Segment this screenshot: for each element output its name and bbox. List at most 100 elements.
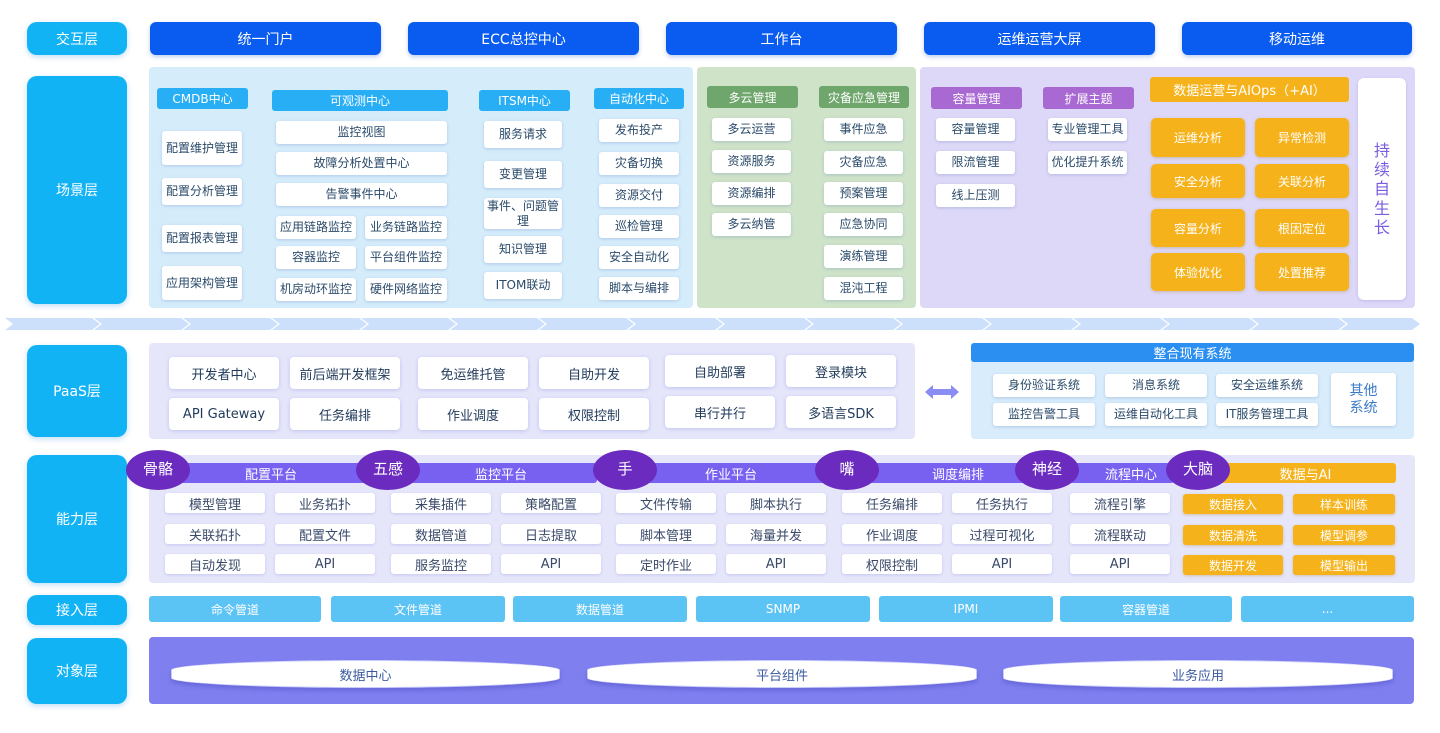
access-pipe[interactable]: 命令管道	[149, 596, 321, 622]
capability-item[interactable]: 模型管理	[165, 493, 265, 513]
observe-item[interactable]: 容器监控	[276, 246, 356, 269]
capability-item[interactable]: 任务执行	[952, 493, 1052, 513]
access-pipe[interactable]: 文件管道	[331, 596, 505, 622]
capability-item[interactable]: API	[275, 554, 375, 574]
paas-item[interactable]: API Gateway	[169, 398, 279, 430]
capability-item[interactable]: 流程引擎	[1070, 493, 1170, 513]
paas-item[interactable]: 前后端开发框架	[290, 357, 400, 389]
access-pipe[interactable]: 容器管道	[1060, 596, 1232, 622]
capability-item[interactable]: 采集插件	[391, 493, 491, 513]
multicloud-item[interactable]: 资源服务	[712, 150, 791, 173]
capability-item[interactable]: 定时作业	[616, 554, 716, 574]
observe-item[interactable]: 平台组件监控	[365, 246, 447, 269]
top-screen-button[interactable]: 运维运营大屏	[924, 22, 1155, 55]
auto-item[interactable]: 脚本与编排	[599, 277, 679, 300]
capability-item[interactable]: 流程联动	[1070, 524, 1170, 544]
paas-item[interactable]: 登录模块	[786, 355, 896, 387]
capability-item[interactable]: 数据管道	[391, 524, 491, 544]
cmdb-item[interactable]: 配置维护管理	[162, 131, 242, 165]
cmdb-item[interactable]: 应用架构管理	[162, 266, 242, 300]
top-workbench-button[interactable]: 工作台	[666, 22, 897, 55]
aiops-item[interactable]: 安全分析	[1151, 164, 1245, 198]
top-ecc-button[interactable]: ECC总控中心	[408, 22, 639, 55]
access-pipe[interactable]: IPMI	[879, 596, 1053, 622]
capability-item[interactable]: API	[1070, 554, 1170, 574]
auto-item[interactable]: 巡检管理	[599, 215, 679, 238]
ext-item[interactable]: 专业管理工具	[1048, 118, 1127, 141]
capability-item[interactable]: 业务拓扑	[275, 493, 375, 513]
aiops-item[interactable]: 异常检测	[1255, 118, 1349, 157]
top-mobile-button[interactable]: 移动运维	[1182, 22, 1412, 55]
aiops-item[interactable]: 根因定位	[1255, 209, 1349, 247]
dr-item[interactable]: 演练管理	[824, 245, 903, 268]
observe-item[interactable]: 硬件网络监控	[365, 278, 447, 301]
dr-item[interactable]: 灾备应急	[824, 151, 903, 174]
capability-item[interactable]: 模型输出	[1293, 555, 1395, 575]
auto-item[interactable]: 灾备切换	[599, 152, 679, 175]
observe-item[interactable]: 告警事件中心	[276, 183, 447, 206]
capability-item[interactable]: 数据清洗	[1183, 525, 1283, 545]
capability-item[interactable]: 自动发现	[165, 554, 265, 574]
paas-item[interactable]: 串行并行	[665, 396, 775, 428]
capability-item[interactable]: 过程可视化	[952, 524, 1052, 544]
capability-item[interactable]: 数据开发	[1183, 555, 1283, 575]
aiops-item[interactable]: 体验优化	[1151, 253, 1245, 291]
dr-item[interactable]: 混沌工程	[824, 277, 903, 300]
capacity-item[interactable]: 限流管理	[936, 151, 1015, 174]
itsm-item[interactable]: ITOM联动	[484, 272, 562, 299]
object-item[interactable]: 数据中心	[171, 660, 560, 688]
integration-item[interactable]: 运维自动化工具	[1105, 403, 1207, 426]
itsm-item[interactable]: 知识管理	[484, 236, 562, 263]
paas-item[interactable]: 免运维托管	[418, 357, 528, 389]
paas-item[interactable]: 自助开发	[539, 357, 649, 389]
paas-item[interactable]: 作业调度	[418, 398, 528, 430]
capability-item[interactable]: 配置文件	[275, 524, 375, 544]
paas-item[interactable]: 开发者中心	[169, 357, 279, 389]
itsm-item[interactable]: 事件、问题管理	[484, 198, 562, 229]
observe-item[interactable]: 业务链路监控	[365, 216, 447, 239]
paas-item[interactable]: 任务编排	[290, 398, 400, 430]
access-pipe[interactable]: SNMP	[696, 596, 870, 622]
capability-item[interactable]: API	[952, 554, 1052, 574]
paas-item[interactable]: 自助部署	[665, 355, 775, 387]
other-systems[interactable]: 其他系统	[1331, 373, 1396, 426]
paas-item[interactable]: 权限控制	[539, 398, 649, 430]
auto-item[interactable]: 发布投产	[599, 119, 679, 142]
capability-item[interactable]: 作业调度	[842, 524, 942, 544]
top-portal-button[interactable]: 统一门户	[150, 22, 381, 55]
aiops-item[interactable]: 容量分析	[1151, 209, 1245, 247]
capability-item[interactable]: 服务监控	[391, 554, 491, 574]
auto-item[interactable]: 资源交付	[599, 184, 679, 207]
capability-item[interactable]: 脚本管理	[616, 524, 716, 544]
capacity-item[interactable]: 容量管理	[936, 118, 1015, 141]
capability-item[interactable]: 策略配置	[501, 493, 601, 513]
observe-item[interactable]: 监控视图	[276, 121, 447, 144]
aiops-item[interactable]: 运维分析	[1151, 118, 1245, 157]
integration-item[interactable]: 身份验证系统	[993, 374, 1095, 397]
integration-item[interactable]: 安全运维系统	[1216, 374, 1318, 397]
capability-item[interactable]: 文件传输	[616, 493, 716, 513]
object-item[interactable]: 平台组件	[587, 660, 977, 688]
dr-item[interactable]: 预案管理	[824, 182, 903, 205]
capability-item[interactable]: API	[726, 554, 826, 574]
capacity-item[interactable]: 线上压测	[936, 184, 1015, 207]
access-pipe[interactable]: 数据管道	[513, 596, 687, 622]
dr-item[interactable]: 应急协同	[824, 213, 903, 236]
integration-item[interactable]: 消息系统	[1105, 374, 1207, 397]
capability-item[interactable]: 关联拓扑	[165, 524, 265, 544]
multicloud-item[interactable]: 多云运营	[712, 118, 791, 141]
multicloud-item[interactable]: 资源编排	[712, 182, 791, 205]
observe-item[interactable]: 故障分析处置中心	[276, 152, 447, 175]
capability-item[interactable]: 海量并发	[726, 524, 826, 544]
aiops-item[interactable]: 关联分析	[1255, 164, 1349, 198]
dr-item[interactable]: 事件应急	[824, 118, 903, 141]
integration-item[interactable]: 监控告警工具	[993, 403, 1095, 426]
capability-item[interactable]: API	[501, 554, 601, 574]
capability-item[interactable]: 模型调参	[1293, 525, 1395, 545]
itsm-item[interactable]: 变更管理	[484, 161, 562, 188]
capability-item[interactable]: 任务编排	[842, 493, 942, 513]
paas-item[interactable]: 多语言SDK	[786, 396, 896, 428]
capability-item[interactable]: 日志提取	[501, 524, 601, 544]
auto-item[interactable]: 安全自动化	[599, 246, 679, 269]
aiops-item[interactable]: 处置推荐	[1255, 253, 1349, 291]
